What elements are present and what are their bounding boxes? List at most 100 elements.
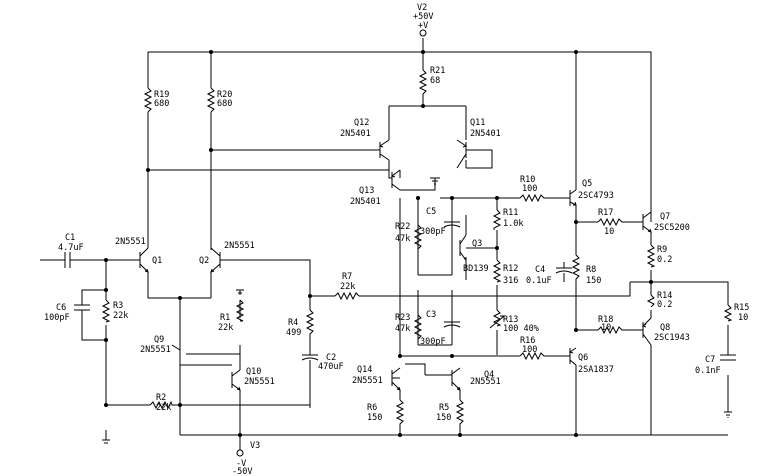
r21-value: 68: [430, 76, 440, 86]
q3-part: BD139: [463, 264, 489, 274]
r9-name: R9: [657, 245, 667, 255]
q7-name: Q7: [660, 212, 670, 222]
r6-name: R6: [367, 403, 377, 413]
q1-name: Q1: [152, 256, 162, 266]
c2-value: 470uF: [318, 362, 344, 372]
r12-value: 316: [503, 276, 518, 286]
q11-name: Q11: [470, 118, 485, 128]
svg-text:+V: +V: [418, 21, 428, 31]
r14-value: 0.2: [657, 300, 672, 310]
c1-name: C1: [65, 233, 75, 243]
q7-part: 2SC5200: [654, 223, 690, 233]
svg-text:V3: V3: [250, 441, 260, 451]
q12-part: 2N5401: [340, 129, 371, 139]
q10-part: 2N5551: [244, 377, 275, 387]
r16-name: R16: [520, 336, 535, 346]
q11-part: 2N5401: [470, 129, 501, 139]
q1-part: 2N5551: [115, 237, 146, 247]
junctions: [104, 50, 653, 437]
c6-name: C6: [56, 303, 66, 313]
q14-name: Q14: [357, 365, 372, 375]
q6-name: Q6: [578, 353, 588, 363]
r20-name: R20: [217, 90, 232, 100]
r16-value: 100: [522, 345, 537, 355]
q2-name: Q2: [199, 256, 209, 266]
c5-value: 300pF: [420, 227, 446, 237]
c6-value: 100pF: [44, 313, 70, 323]
c7-value: 0.1nF: [695, 366, 721, 376]
r1-value: 22k: [218, 323, 233, 333]
c3-name: C3: [426, 310, 436, 320]
q9-part: 2N5551: [140, 345, 171, 355]
q12-name: Q12: [354, 118, 369, 128]
r21-name: R21: [430, 66, 445, 76]
r4-value: 499: [286, 328, 301, 338]
r17-name: R17: [598, 208, 613, 218]
q14-part: 2N5551: [352, 376, 383, 386]
r19-value: 680: [154, 99, 169, 109]
r5-name: R5: [439, 403, 449, 413]
capacitor-symbols: [64, 215, 736, 375]
transistor-labels: 2N5551 Q1 2N5551 Q2 Q12 2N5401 Q11 2N540…: [115, 118, 690, 387]
c4-value: 0.1uF: [526, 276, 552, 286]
r7-name: R7: [342, 272, 352, 282]
c2-name: C2: [326, 353, 336, 363]
r22-name: R22: [395, 222, 410, 232]
q4-part: 2N5551: [470, 377, 501, 387]
r23-name: R23: [395, 313, 410, 323]
r22-value: 47k: [395, 234, 410, 244]
transistor-symbols: [139, 139, 652, 391]
r10-name: R10: [520, 175, 535, 185]
c4-name: C4: [535, 265, 545, 275]
r4-name: R4: [288, 318, 298, 328]
r20-value: 680: [217, 99, 232, 109]
resistor-labels: R19 680 R20 680 R21 68 R3 22k R1 22k R4 …: [113, 66, 749, 423]
r13-value: 100 40%: [503, 324, 539, 334]
svg-text:-50V: -50V: [232, 467, 252, 476]
r15-value: 10: [738, 313, 748, 323]
r13-name: R13: [503, 315, 518, 325]
c3-value: 300pF: [420, 337, 446, 347]
q4-name: Q4: [484, 370, 494, 380]
q13-part: 2N5401: [350, 197, 381, 207]
r9-value: 0.2: [657, 255, 672, 265]
r11-name: R11: [503, 208, 518, 218]
r23-value: 47k: [395, 324, 410, 334]
q3-name: Q3: [472, 239, 482, 249]
r8-value: 150: [586, 276, 601, 286]
r11-value: 1.0k: [503, 219, 523, 229]
r2-value: 22k: [156, 403, 171, 413]
r8-name: R8: [586, 265, 596, 275]
q13-name: Q13: [359, 186, 374, 196]
c1-value: 4.7uF: [58, 243, 84, 253]
r14-name: R14: [657, 291, 672, 301]
r5-value: 150: [436, 413, 451, 423]
r7-value: 22k: [340, 282, 355, 292]
q8-name: Q8: [660, 323, 670, 333]
r1-name: R1: [220, 313, 230, 323]
r3-value: 22k: [113, 311, 128, 321]
r15-name: R15: [734, 303, 749, 313]
wires: [40, 38, 732, 450]
q9-name: Q9: [154, 335, 164, 345]
r3-name: R3: [113, 301, 123, 311]
q5-name: Q5: [582, 179, 592, 189]
q2-part: 2N5551: [224, 241, 255, 251]
supply-top: V2 +50V +V: [413, 3, 433, 37]
q6-part: 2SA1837: [578, 365, 614, 375]
q5-part: 2SC4793: [578, 191, 614, 201]
r12-name: R12: [503, 264, 518, 274]
r2-name: R2: [156, 393, 166, 403]
q10-name: Q10: [246, 367, 261, 377]
r18-name: R18: [598, 315, 613, 325]
r18-value: 10: [601, 323, 611, 333]
supply-bottom: -V V3 -50V: [232, 441, 260, 476]
r6-value: 150: [367, 413, 382, 423]
c5-name: C5: [426, 207, 436, 217]
c7-name: C7: [705, 355, 715, 365]
svg-text:+50V: +50V: [413, 12, 433, 22]
r19-name: R19: [154, 90, 169, 100]
svg-text:-V: -V: [236, 459, 246, 469]
svg-text:V2: V2: [417, 3, 427, 13]
